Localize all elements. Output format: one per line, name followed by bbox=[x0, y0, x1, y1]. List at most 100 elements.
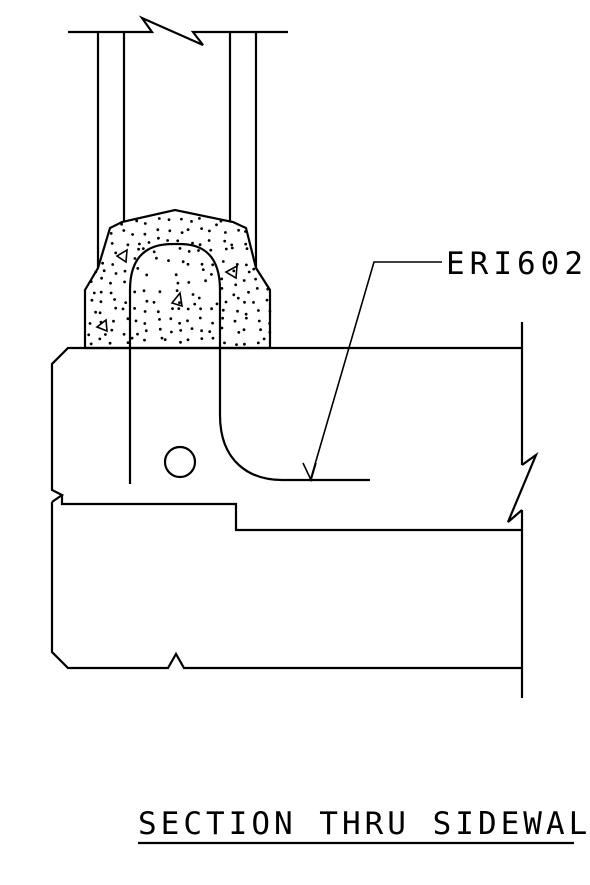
aggregate-dot bbox=[211, 336, 215, 340]
aggregate-dot bbox=[155, 256, 158, 260]
aggregate-dot bbox=[156, 228, 160, 232]
aggregate-dot bbox=[186, 338, 190, 342]
aggregate-dot bbox=[167, 259, 170, 262]
aggregate-dot bbox=[123, 280, 126, 284]
aggregate-dot bbox=[223, 239, 227, 243]
aggregate-dot bbox=[191, 293, 195, 296]
aggregate-dot bbox=[145, 273, 149, 277]
aggregate-dot bbox=[198, 316, 202, 320]
aggregate-dot bbox=[210, 307, 214, 311]
aggregate-dot bbox=[98, 337, 102, 341]
aggregate-dot bbox=[247, 290, 250, 294]
aggregate-dot bbox=[109, 232, 113, 235]
aggregate-triangle bbox=[95, 318, 108, 333]
aggregate-dot bbox=[186, 228, 190, 232]
aggregate-dot bbox=[114, 251, 118, 255]
aggregate-dot bbox=[242, 328, 246, 332]
post-break-line bbox=[68, 15, 288, 47]
aggregate-dot bbox=[204, 279, 208, 283]
aggregate-dot bbox=[220, 277, 224, 281]
slab-end-break bbox=[506, 451, 539, 523]
aggregate-triangle bbox=[224, 264, 238, 280]
aggregate-dot bbox=[111, 263, 115, 266]
aggregate-dot bbox=[109, 291, 113, 295]
aggregate-dot bbox=[209, 248, 213, 252]
aggregate-dot bbox=[141, 247, 145, 251]
sidewalk-slab bbox=[50, 322, 539, 698]
aggregate-dot bbox=[219, 219, 223, 223]
aggregate-dot bbox=[242, 279, 246, 282]
aggregate-dot bbox=[136, 267, 140, 270]
aggregate-dot bbox=[200, 329, 204, 333]
aggregate-dot bbox=[245, 247, 249, 251]
aggregate-dot bbox=[108, 341, 112, 345]
aggregate-dot bbox=[176, 239, 180, 243]
aggregate-dot bbox=[186, 262, 190, 266]
aggregate-dot bbox=[130, 336, 134, 340]
aggregate-dot bbox=[158, 327, 162, 331]
aggregate-dot bbox=[215, 223, 218, 227]
aggregate-dot bbox=[133, 307, 137, 310]
aggregate-dot bbox=[152, 250, 156, 254]
aggregate-dot bbox=[252, 301, 255, 304]
aggregate-dot bbox=[152, 300, 156, 304]
aggregate-dot bbox=[179, 329, 183, 332]
anchor-bar-erI602 bbox=[128, 242, 370, 484]
aggregate-dot bbox=[124, 301, 128, 304]
aggregate-dot bbox=[200, 227, 204, 231]
aggregate-dot bbox=[187, 281, 191, 284]
aggregate-dot bbox=[208, 330, 212, 333]
aggregate-dot bbox=[94, 310, 97, 314]
aggregate-dot bbox=[237, 228, 241, 232]
aggregate-dot bbox=[223, 341, 226, 345]
aggregate-dot bbox=[221, 308, 225, 312]
aggregate-dot bbox=[170, 330, 173, 334]
aggregate-dot bbox=[89, 280, 93, 283]
aggregate-dot bbox=[201, 268, 205, 271]
aggregate-dot bbox=[160, 336, 164, 340]
aggregate-dot bbox=[234, 283, 238, 287]
aggregate-dot bbox=[176, 281, 180, 285]
aggregate-dot bbox=[157, 236, 160, 240]
aggregate-dot bbox=[136, 332, 139, 336]
aggregate-dot bbox=[236, 296, 240, 300]
grout-pocket bbox=[83, 208, 272, 350]
aggregate-dot bbox=[197, 249, 200, 252]
aggregate-dot bbox=[243, 342, 246, 346]
aggregate-dot bbox=[236, 309, 239, 313]
aggregate-dot bbox=[232, 269, 236, 273]
aggregate-dot bbox=[110, 328, 114, 332]
aggregate-dot bbox=[252, 267, 256, 271]
aggregate-dot bbox=[100, 276, 103, 280]
slab-lower-outline bbox=[50, 502, 522, 670]
aggregate-dot bbox=[244, 230, 247, 233]
aggregate-dot bbox=[87, 333, 91, 337]
section-title: SECTION THRU SIDEWALK bbox=[138, 806, 590, 842]
pipe-sleeve bbox=[163, 445, 197, 479]
aggregate-dot bbox=[133, 257, 137, 260]
aggregate-dot bbox=[221, 260, 225, 263]
aggregate-dot bbox=[211, 321, 215, 325]
aggregate-dot bbox=[145, 299, 149, 303]
aggregate-dot bbox=[186, 307, 190, 311]
grout-aggregate-triangles bbox=[95, 248, 238, 333]
aggregate-dot bbox=[147, 241, 151, 244]
aggregate-dot bbox=[230, 246, 234, 250]
aggregate-dot bbox=[135, 219, 139, 223]
aggregate-dot bbox=[99, 300, 103, 304]
aggregate-dot bbox=[134, 319, 138, 323]
aggregate-dot bbox=[163, 338, 167, 341]
aggregate-dot bbox=[266, 287, 270, 291]
aggregate-dot bbox=[181, 260, 185, 264]
aggregate-dot bbox=[208, 229, 211, 233]
aggregate-dot bbox=[257, 309, 260, 312]
aggregate-dot bbox=[256, 341, 260, 345]
aggregate-dot bbox=[186, 319, 189, 323]
grout-aggregate-dots bbox=[87, 217, 272, 346]
aggregate-dot bbox=[157, 217, 161, 220]
aggregate-dot bbox=[143, 310, 147, 313]
bar-callout-label: ERI602 bbox=[446, 246, 588, 282]
aggregate-dot bbox=[178, 247, 182, 250]
aggregate-dot bbox=[113, 298, 116, 301]
